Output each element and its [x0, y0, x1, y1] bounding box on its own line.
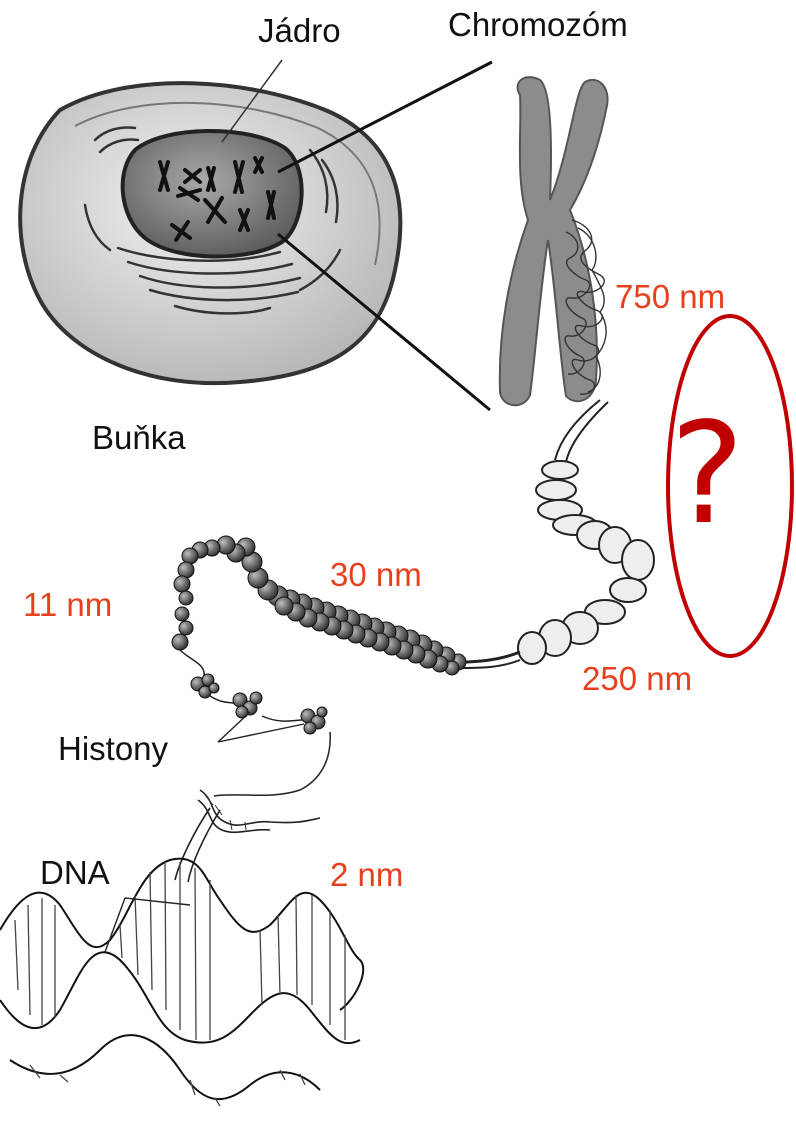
chromatin-coil: [458, 400, 654, 668]
size-loop: 250 nm: [582, 662, 692, 695]
nucleosomes: [191, 674, 327, 734]
dna-leaders: [105, 898, 190, 952]
size-nucleosome: 11 nm: [23, 588, 112, 621]
label-nucleus: Jádro: [258, 14, 341, 47]
dna-upper: [175, 790, 320, 882]
question-mark: ?: [670, 405, 744, 545]
label-cell: Buňka: [92, 421, 186, 454]
label-chromosome: Chromozóm: [448, 8, 628, 41]
histones-leaders: [218, 712, 304, 742]
label-histones: Histony: [58, 732, 168, 765]
cell-illustration: [20, 60, 400, 383]
label-dna: DNA: [40, 856, 110, 889]
size-30nm-fiber: 30 nm: [330, 558, 422, 591]
size-chromosome: 750 nm: [615, 280, 725, 313]
size-helix: 2 nm: [330, 858, 403, 891]
chromosome-illustration: [500, 77, 608, 405]
fiber-30nm: [172, 536, 466, 675]
